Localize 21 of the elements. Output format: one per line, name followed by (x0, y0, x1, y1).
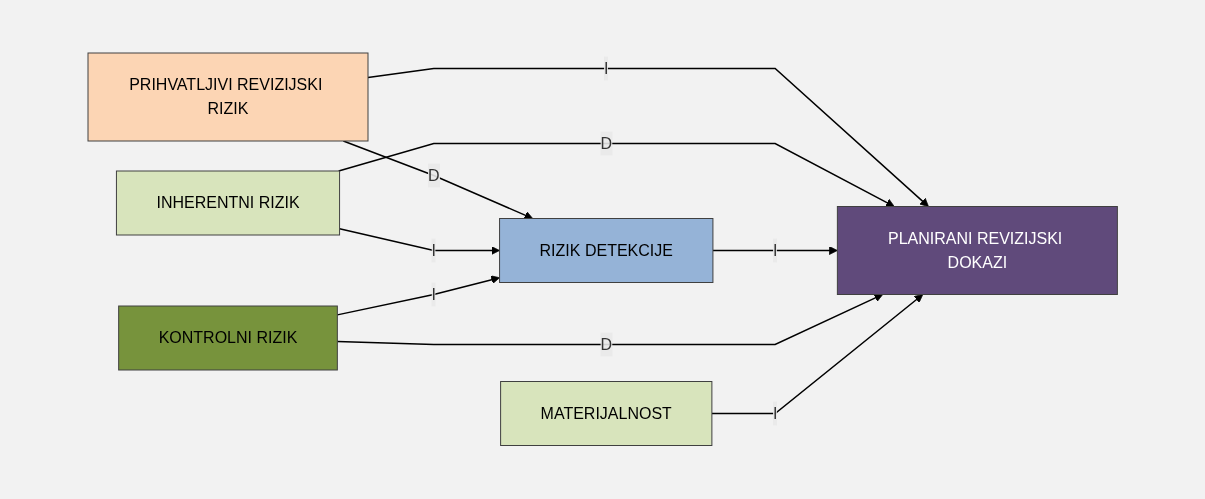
arrow (337, 143, 895, 208)
arrow (336, 275, 500, 316)
edge-label: I (772, 241, 778, 259)
node-box: RIZIK DETEKCIJE (498, 218, 714, 284)
arrow (338, 228, 500, 256)
arrow (712, 246, 838, 256)
arrow (710, 294, 923, 415)
edge-label: I (603, 59, 609, 77)
edge-label: I (772, 404, 778, 422)
node-box: KONTROLNI RIZIK (117, 305, 338, 371)
node-box: MATERIJALNOST (499, 381, 713, 447)
node-box: INHERENTNI RIZIK (115, 170, 340, 236)
node-box: PLANIRANI REVIZIJSKI DOKAZI (836, 206, 1118, 296)
edge-label: D (600, 335, 612, 353)
arrow (336, 294, 883, 346)
node-box: PRIHVATLJIVI REVIZIJSKI RIZIK (87, 52, 369, 142)
edge-label: D (427, 166, 440, 184)
arrow (367, 68, 929, 208)
edge-label: I (431, 285, 436, 303)
edge-label: I (431, 241, 436, 259)
edge-label: D (600, 134, 612, 152)
